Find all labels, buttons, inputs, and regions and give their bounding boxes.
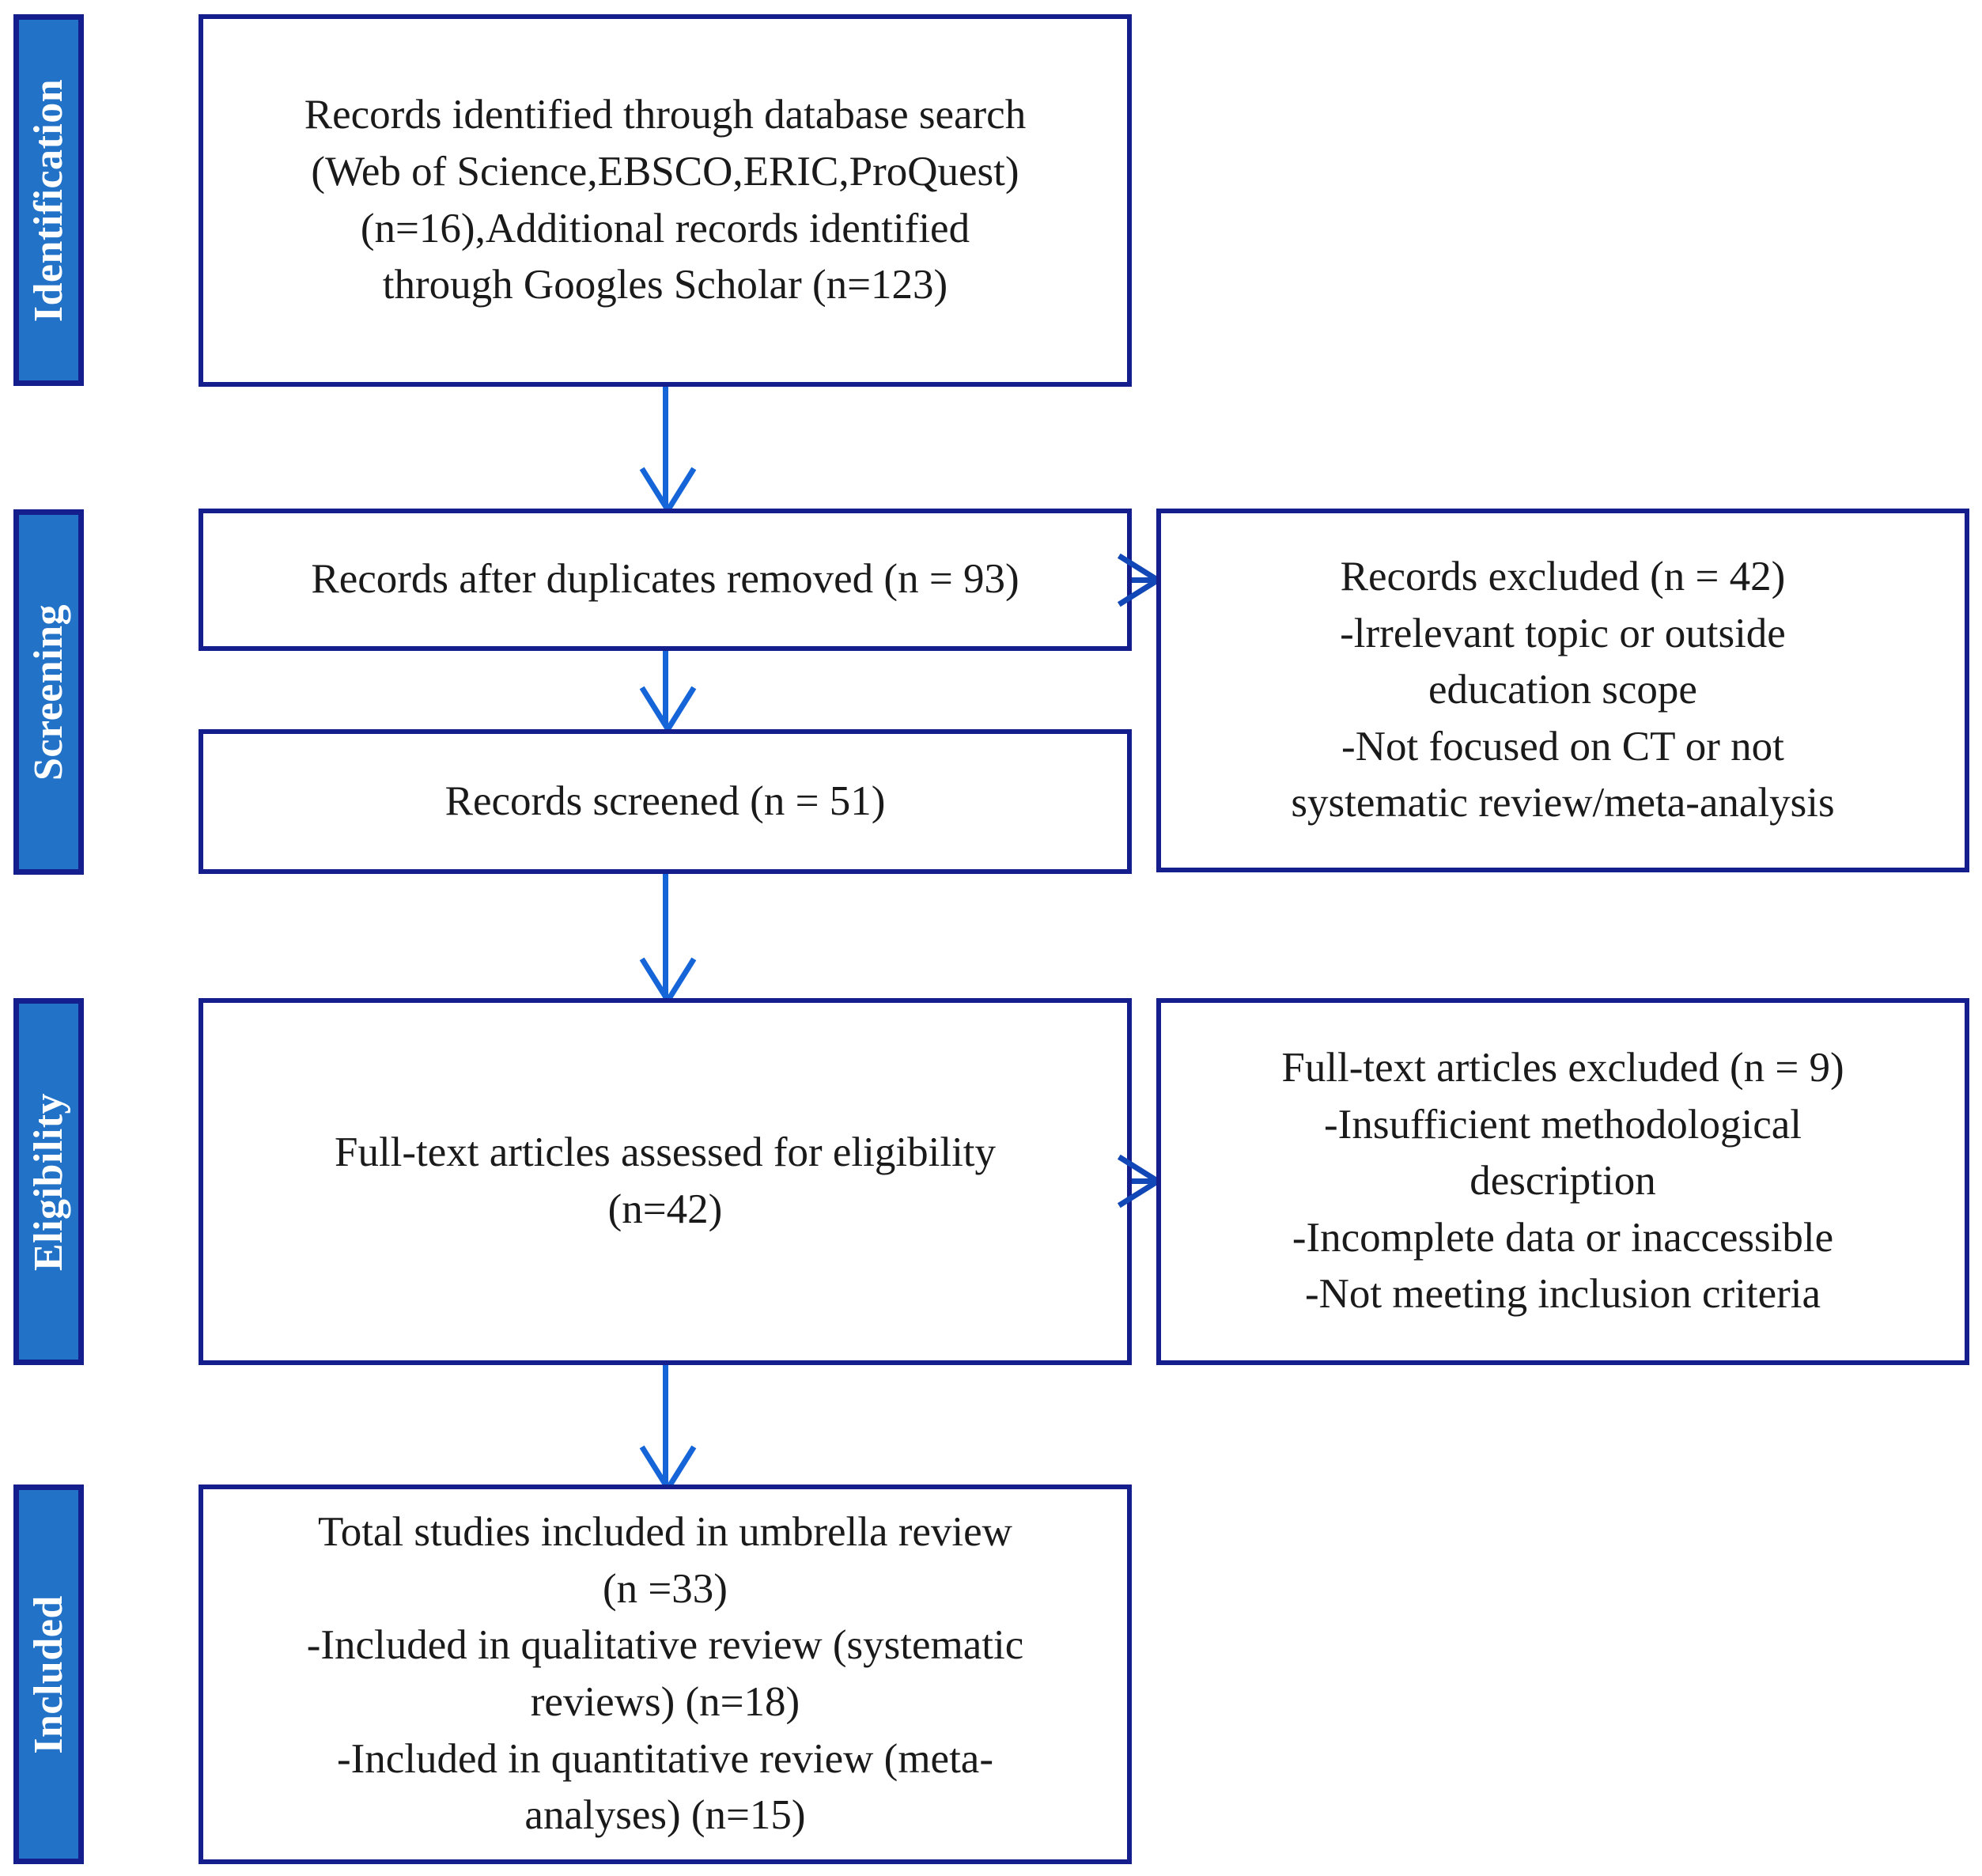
connector-fulltext-to-included — [663, 1365, 668, 1485]
box-records-excluded-text: Records excluded (n = 42) -lrrelevant to… — [1291, 554, 1835, 826]
box-records-screened: Records screened (n = 51) — [199, 729, 1132, 874]
box-fulltext-excluded: Full-text articles excluded (n = 9) -Ins… — [1156, 998, 1969, 1365]
box-records-screened-text: Records screened (n = 51) — [444, 777, 886, 824]
box-fulltext-excluded-text: Full-text articles excluded (n = 9) -Ins… — [1281, 1045, 1844, 1318]
stage-label-eligibility: Eligibility — [13, 998, 84, 1365]
box-records-identified-text: Records identified through database sear… — [304, 92, 1027, 308]
stage-label-identification-text: Identification — [26, 78, 72, 322]
stage-label-screening-text: Screening — [26, 603, 71, 781]
box-total-included: Total studies included in umbrella revie… — [199, 1485, 1132, 1864]
box-total-included-text: Total studies included in umbrella revie… — [306, 1509, 1024, 1839]
box-records-excluded: Records excluded (n = 42) -lrrelevant to… — [1156, 509, 1969, 872]
box-records-identified: Records identified through database sear… — [199, 14, 1132, 387]
connector-duplicates-to-screened — [663, 651, 668, 726]
stage-label-eligibility-text: Eligibility — [26, 1092, 72, 1271]
stage-label-screening: Screening — [13, 509, 84, 875]
stage-label-included-text: Included — [26, 1594, 71, 1754]
connector-screened-to-fulltext — [663, 874, 668, 999]
connector-identification-to-screening — [663, 387, 668, 507]
stage-label-identification: Identification — [13, 14, 84, 386]
box-fulltext-assessed: Full-text articles assessed for eligibil… — [199, 998, 1132, 1365]
box-fulltext-assessed-text: Full-text articles assessed for eligibil… — [334, 1129, 997, 1232]
box-records-after-duplicates: Records after duplicates removed (n = 93… — [199, 509, 1132, 651]
stage-label-included: Included — [13, 1485, 84, 1864]
box-records-after-duplicates-text: Records after duplicates removed (n = 93… — [311, 556, 1019, 603]
